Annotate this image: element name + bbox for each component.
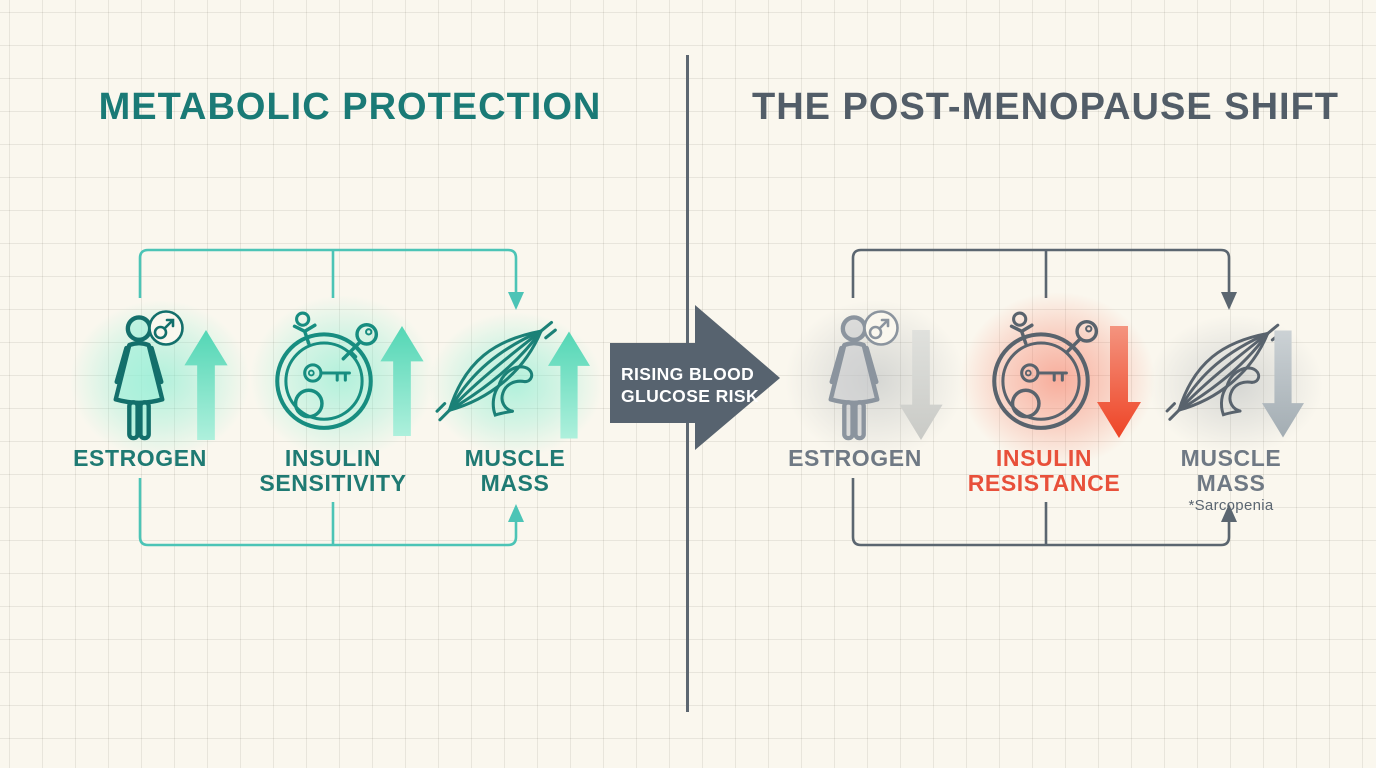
cell-with-key-icon [275,311,379,430]
arrow-down-icon [1221,292,1237,310]
right-panel-title: THE POST-MENOPAUSE SHIFT [752,86,1340,128]
estrogen-symbol-icon [148,310,184,346]
item-label-muscle-mass-left: MUSCLE MASS [464,445,566,496]
arrow-down-icon [508,292,524,310]
muscle-fiber-bicep-icon [1165,323,1284,421]
left-panel-title: METABOLIC PROTECTION [98,86,602,128]
female-figure-icon [828,315,880,441]
item-label-insulin-resistance: INSULIN RESISTANCE [967,445,1121,496]
item-label-estrogen-right: ESTROGEN [788,445,922,471]
muscle-fiber-bicep-icon [435,320,557,422]
down-trend-arrow-icon [899,330,943,440]
item-label-insulin-sensitivity: INSULIN SENSITIVITY [259,445,407,496]
female-figure-icon [113,315,165,441]
up-trend-arrow-icon [380,326,424,436]
arrow-up-icon [1221,504,1237,522]
sarcopenia-note: *Sarcopenia [1188,497,1274,514]
center-arrow-line2: GLUCOSE RISK [621,386,760,406]
center-arrow-caption: RISING BLOOD GLUCOSE RISK [621,363,761,407]
arrow-up-icon [508,504,524,522]
up-trend-arrow-icon [548,331,590,439]
down-trend-arrow-icon [1262,330,1304,438]
estrogen-symbol-icon [863,310,899,346]
up-trend-arrow-icon [184,330,228,440]
center-arrow-line1: RISING BLOOD [621,364,755,384]
right-block-arrow-icon [610,305,780,450]
right-bracket-connector [851,248,1237,547]
cell-with-key-icon [992,311,1099,430]
item-label-muscle-mass-right: MUSCLE MASS [1180,445,1282,496]
item-label-estrogen-left: ESTROGEN [73,445,207,471]
down-trend-arrow-icon [1097,326,1141,438]
left-bracket-connector [138,248,524,547]
